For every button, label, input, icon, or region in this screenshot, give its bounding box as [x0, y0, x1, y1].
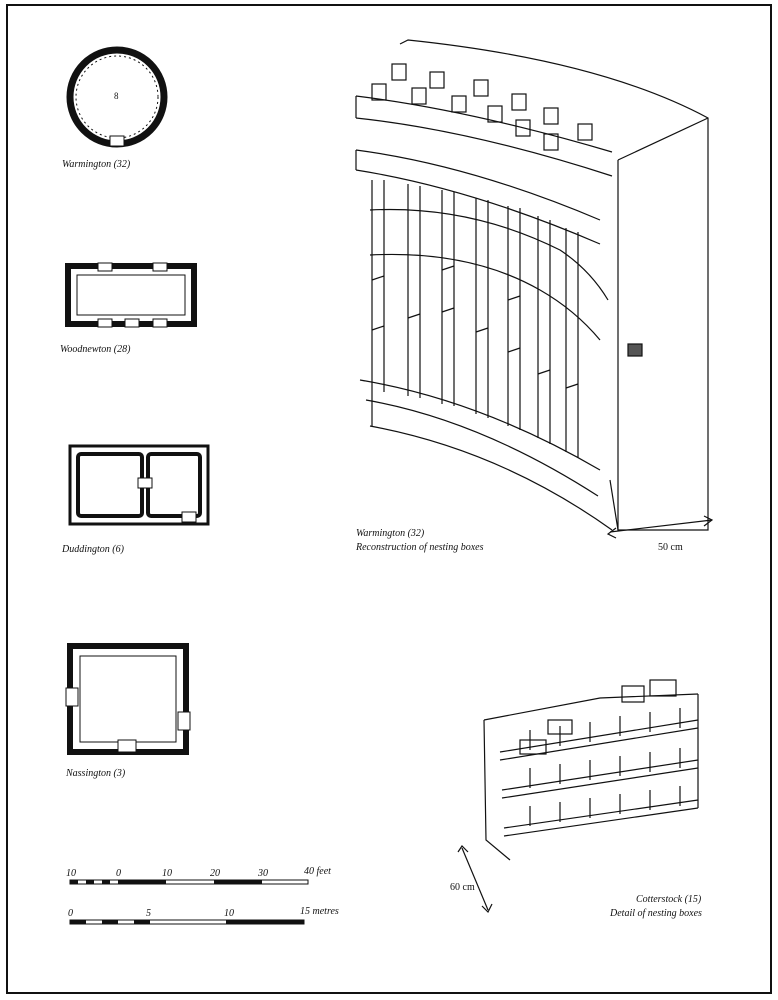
nassington-plan: [65, 643, 191, 755]
plan-caption-nassington: Nassington (3): [66, 768, 126, 779]
scale-metres-tick: 10: [224, 908, 234, 919]
plan-caption-woodnewton: Woodnewton (28): [60, 344, 131, 355]
scale-metres-tick: 0: [68, 908, 73, 919]
cotterstock-detail-drawing: [457, 679, 699, 914]
plan-label: 8: [114, 91, 119, 101]
plan-caption-duddington: Duddington (6): [62, 544, 124, 555]
woodnewton-plan: [65, 262, 197, 328]
warmington-dimension-label: 50 cm: [658, 542, 683, 553]
cotterstock-caption-title: Cotterstock (15): [636, 894, 702, 905]
cotterstock-dimension-label: 60 cm: [450, 882, 475, 893]
scale-feet-tick: 30: [258, 868, 268, 879]
scale-metres-tick: 5: [146, 908, 151, 919]
warmington-caption-subtitle: Reconstruction of nesting boxes: [356, 542, 484, 553]
warmington-reconstruction-drawing: [355, 39, 714, 539]
scale-feet-end-label: 40 feet: [304, 866, 331, 877]
duddington-plan: [68, 444, 210, 526]
scale-metres-end-label: 15 metres: [300, 906, 339, 917]
scale-feet-tick: 10: [162, 868, 172, 879]
scale-feet-tick: 10: [66, 868, 76, 879]
warmington-caption-title: Warmington (32): [356, 528, 425, 539]
drawing-sheet: [6, 4, 772, 994]
warmington-plan: [66, 46, 168, 148]
scale-bar-feet: [69, 879, 309, 885]
scale-bar-metres: [69, 919, 305, 925]
scale-feet-tick: 0: [116, 868, 121, 879]
plan-caption-warmington: Warmington (32): [62, 159, 131, 170]
cotterstock-caption-subtitle: Detail of nesting boxes: [610, 908, 702, 919]
scale-feet-tick: 20: [210, 868, 220, 879]
